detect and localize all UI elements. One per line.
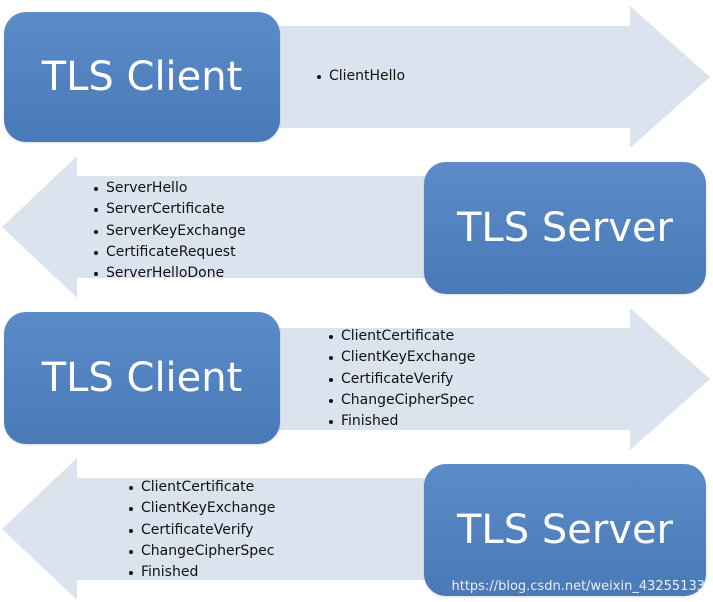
- message-item: ServerHelloDone: [94, 263, 246, 284]
- arrow-client-to-server-2: [270, 308, 710, 450]
- arrow-server-to-client-1: [2, 156, 442, 298]
- arrow-server-to-client-2: [2, 458, 442, 600]
- message-item: ServerHello: [94, 178, 246, 199]
- message-item: CertificateRequest: [94, 242, 246, 263]
- tls-client-label: TLS Client: [41, 355, 243, 401]
- tls-client-label: TLS Client: [41, 54, 243, 100]
- message-item: ServerCertificate: [94, 199, 246, 220]
- message-item: CertificateVerify: [329, 369, 475, 390]
- watermark-text: https://blog.csdn.net/weixin_43255133: [451, 579, 705, 594]
- message-item: ServerKeyExchange: [94, 221, 246, 242]
- message-list-4: ClientCertificate ClientKeyExchange Cert…: [129, 477, 275, 583]
- tls-server-label: TLS Server: [457, 205, 673, 251]
- message-item: ClientCertificate: [329, 326, 475, 347]
- message-item: ChangeCipherSpec: [329, 390, 475, 411]
- arrow-client-to-server-1: [270, 6, 710, 148]
- message-list-3: ClientCertificate ClientKeyExchange Cert…: [329, 326, 475, 432]
- message-item: ClientKeyExchange: [129, 498, 275, 519]
- message-item: Finished: [129, 562, 275, 583]
- tls-server-box-1: TLS Server: [424, 162, 706, 294]
- message-list-2: ServerHello ServerCertificate ServerKeyE…: [94, 178, 246, 284]
- tls-client-box-2: TLS Client: [4, 312, 280, 444]
- message-item: ChangeCipherSpec: [129, 541, 275, 562]
- message-item: ClientCertificate: [129, 477, 275, 498]
- message-item: CertificateVerify: [129, 520, 275, 541]
- message-item: ClientHello: [317, 66, 405, 87]
- message-item: ClientKeyExchange: [329, 347, 475, 368]
- tls-client-box-1: TLS Client: [4, 12, 280, 142]
- message-list-1: ClientHello: [317, 66, 405, 87]
- tls-server-label: TLS Server: [457, 507, 673, 553]
- tls-server-box-2: TLS Server: [424, 464, 706, 596]
- message-item: Finished: [329, 411, 475, 432]
